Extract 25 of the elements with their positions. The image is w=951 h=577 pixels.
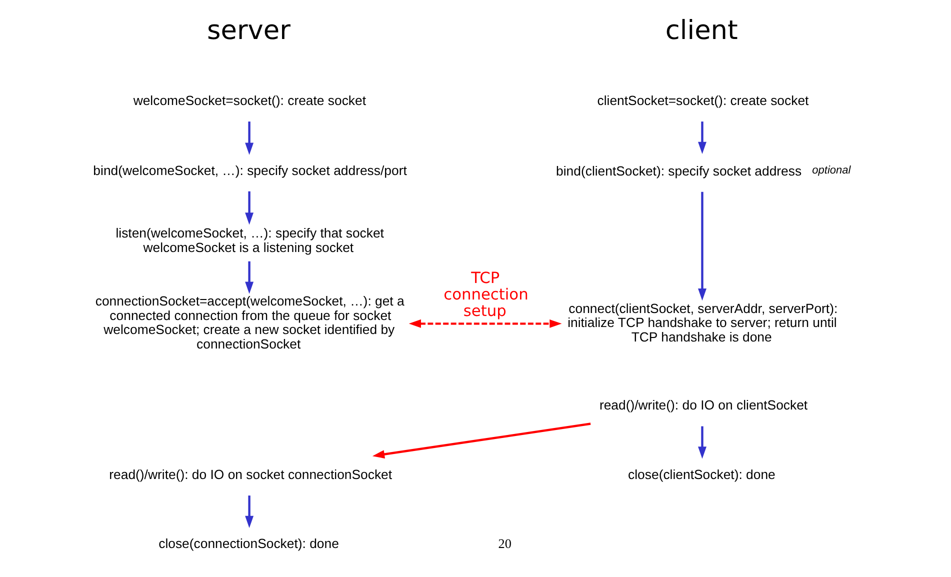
arrow: [698, 192, 706, 301]
arrow: [698, 122, 706, 154]
arrow: [245, 191, 254, 225]
node-text: bind(welcomeSocket, …): specify socket address/port: [93, 162, 407, 178]
arrow: [408, 319, 562, 328]
label: server: [206, 16, 290, 46]
node-text: welcomeSocket=socket(): create socket: [133, 93, 366, 108]
node-label: optional: [812, 164, 851, 177]
arrow: [245, 261, 254, 294]
node-text: clientSocket=socket(): create socket: [597, 93, 809, 108]
label: 20: [498, 536, 512, 552]
node-text: close(clientSocket): done: [628, 466, 776, 482]
arrow: [372, 422, 591, 458]
node-text: bind(clientSocket): specify socket address: [556, 163, 802, 178]
label: client: [665, 16, 738, 46]
node-text: connectionSocket=accept(welcomeSocket, …): get a connected connection from the queue for socket welcomeSocket; create a new socket identified by connectionSocket: [95, 294, 404, 352]
edge-label: TCP connection setup: [444, 269, 528, 320]
node-text: connect(clientSocket, serverAddr, serverPort): initialize TCP handshake to server; return until TCP handshake is done: [568, 300, 838, 344]
node-text: read()/write(): do IO on clientSocket: [599, 398, 808, 413]
arrow: [245, 122, 254, 155]
node-text: listen(welcomeSocket, …): specify that socket welcomeSocket is a listening socket: [116, 225, 384, 255]
arrow: [698, 426, 706, 459]
node-text: read()/write(): do IO on socket connectionSocket: [109, 466, 392, 482]
arrow: [245, 496, 254, 528]
node-text: close(connectionSocket): done: [158, 536, 339, 552]
